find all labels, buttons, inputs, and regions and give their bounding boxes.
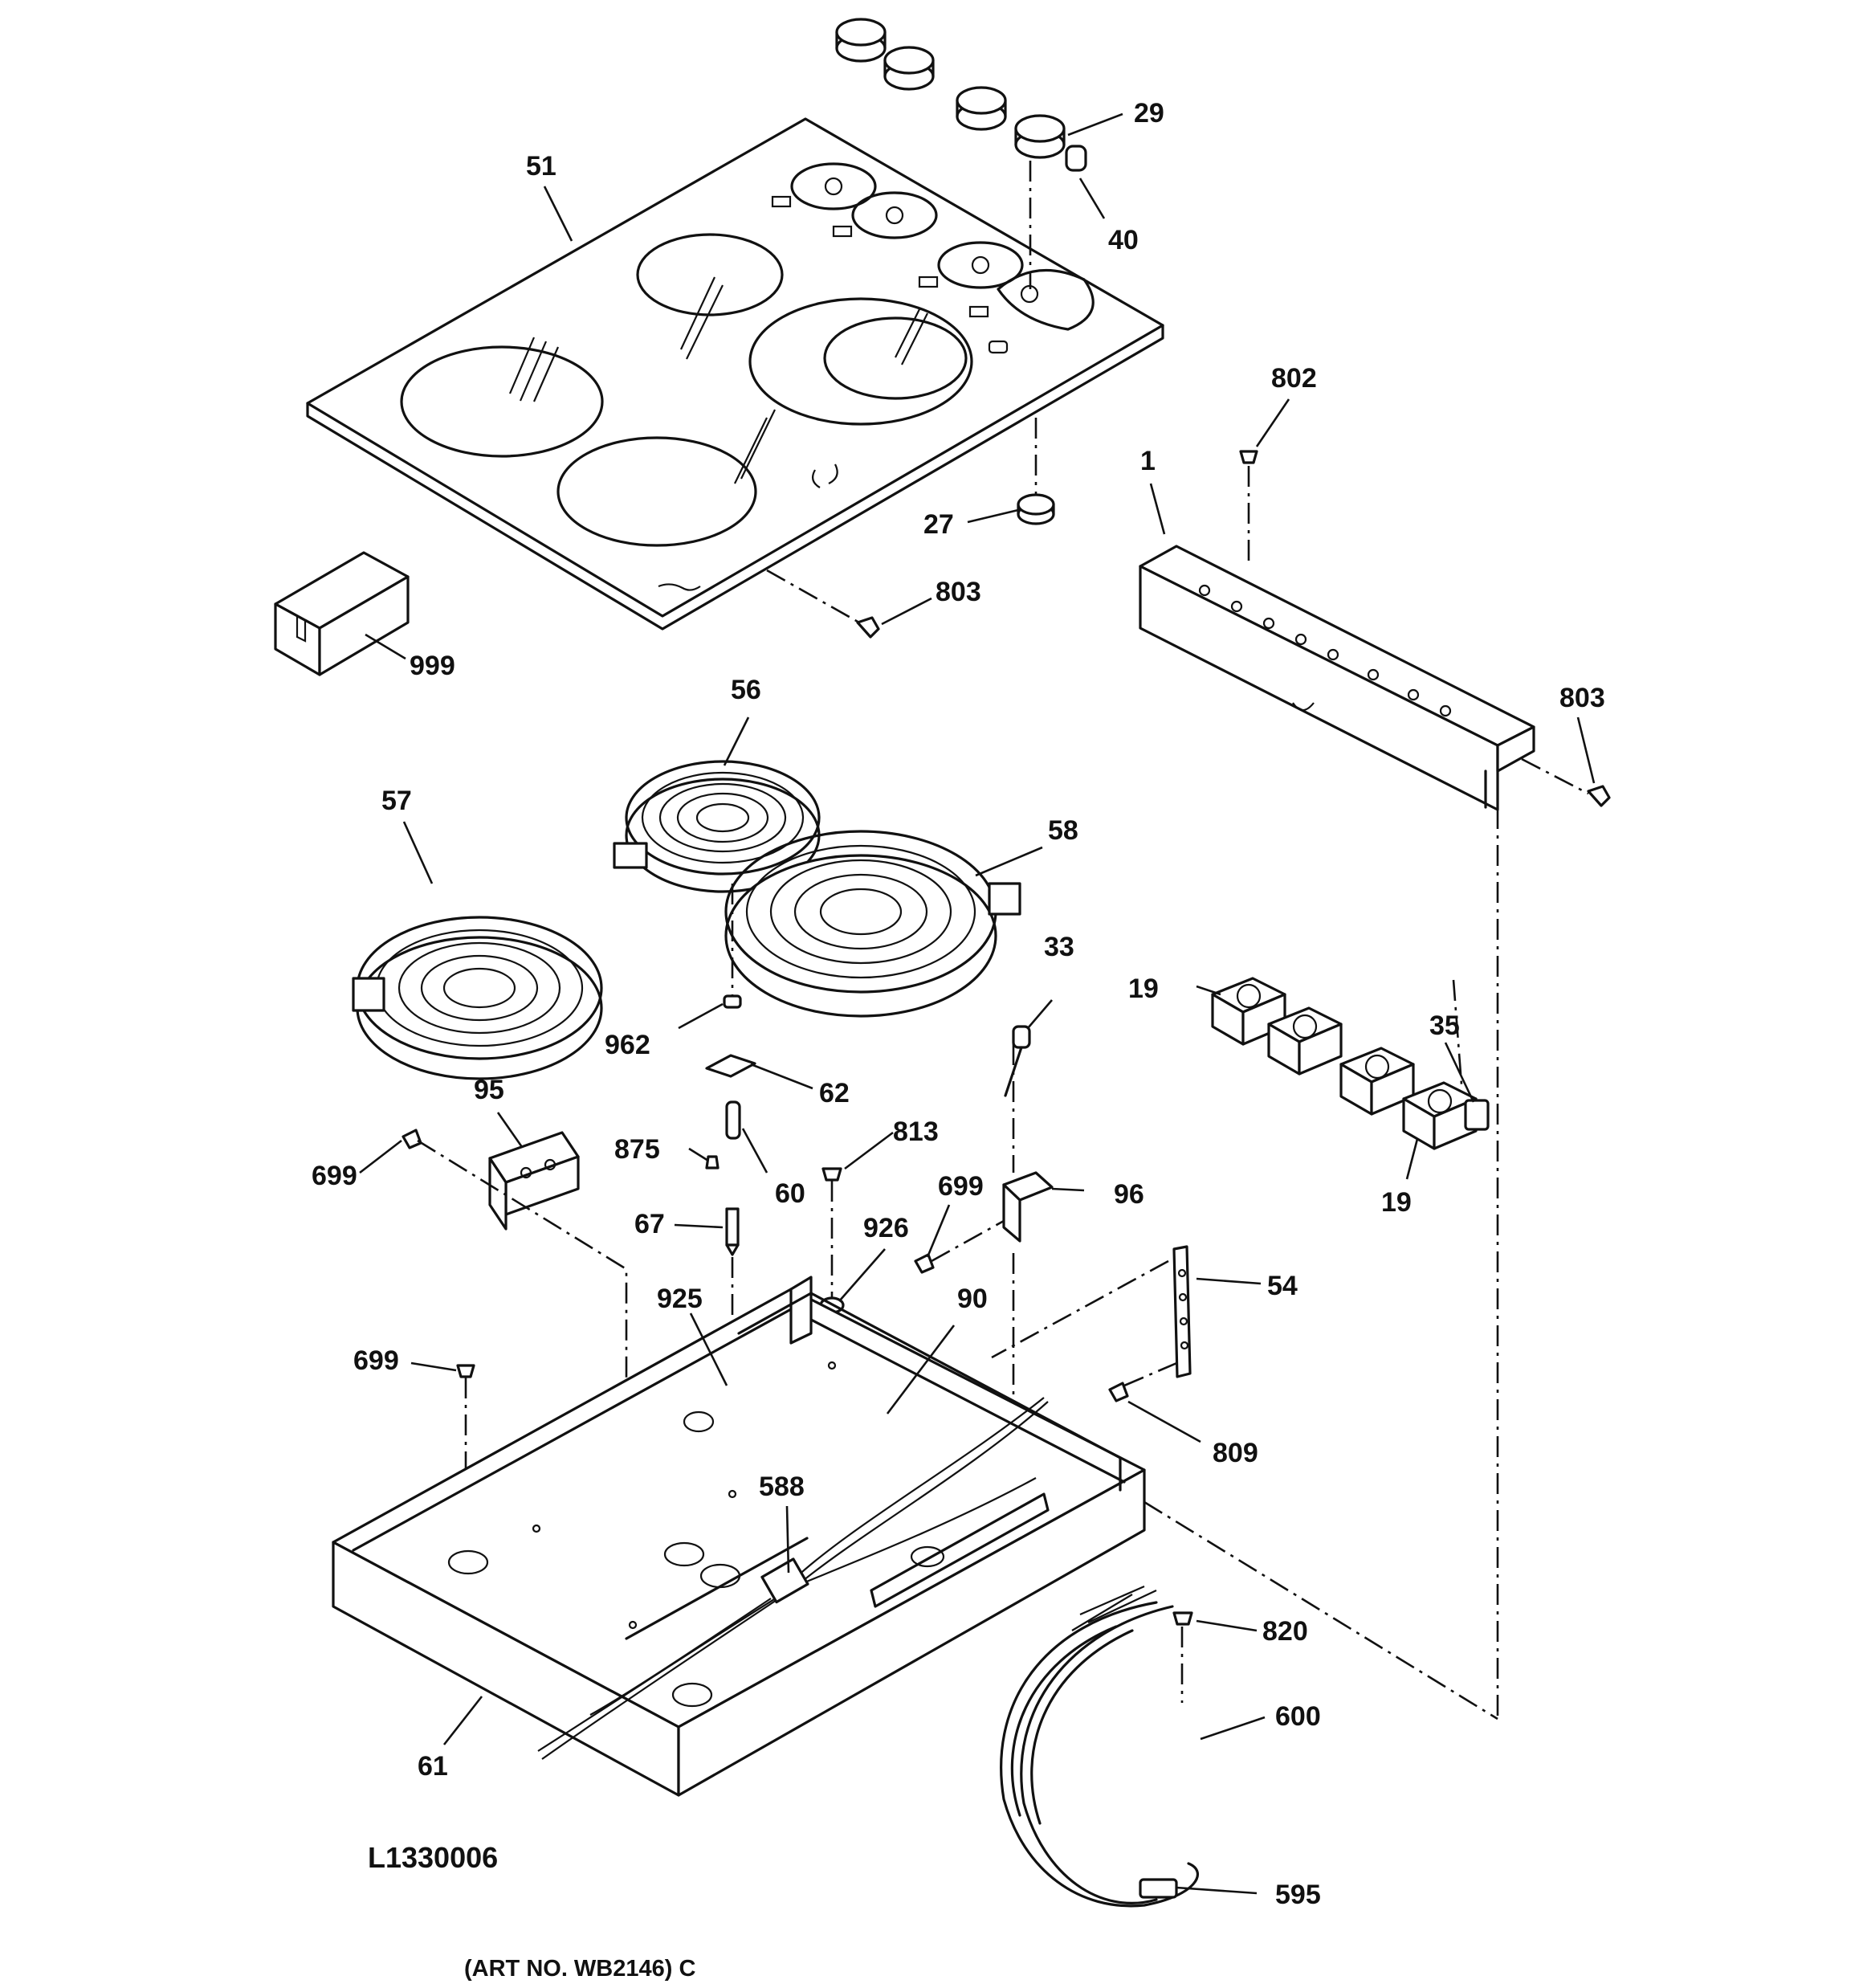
- knob-1: [835, 18, 887, 63]
- callout-813: 813: [893, 1116, 939, 1147]
- heating-element-57: [352, 916, 603, 1080]
- rubber-foot: [1017, 418, 1055, 525]
- callout-60: 60: [775, 1178, 805, 1209]
- callout-875: 875: [614, 1134, 660, 1165]
- screw-803-top: [766, 569, 880, 639]
- callout-51: 51: [526, 151, 556, 182]
- screw-802: [1239, 450, 1258, 464]
- callout-61: 61: [418, 1751, 448, 1782]
- screw-820: [1172, 1611, 1193, 1703]
- callout-27: 27: [923, 509, 954, 540]
- knob-3: [956, 86, 1007, 131]
- indicator-light-35: [1464, 1099, 1490, 1131]
- callout-labels: 29 40 51 802 1 27 803 999 803 56 57 58 3…: [312, 98, 1605, 1910]
- callout-600: 600: [1275, 1701, 1321, 1732]
- screw-809: [1108, 1360, 1181, 1402]
- heating-element-58: [724, 830, 1021, 1018]
- callout-29: 29: [1134, 98, 1164, 129]
- callout-999: 999: [410, 651, 455, 681]
- callout-803-top: 803: [936, 577, 981, 607]
- callout-35: 35: [1429, 1010, 1460, 1041]
- knob-clip: [1065, 145, 1087, 172]
- callout-802: 802: [1271, 363, 1317, 394]
- callout-588: 588: [759, 1472, 805, 1502]
- strap-bracket-54: [991, 1245, 1192, 1378]
- parts-box: [274, 551, 410, 676]
- cooktop-base-pan: [332, 1276, 1146, 1797]
- callout-90: 90: [957, 1284, 988, 1314]
- callout-19-bottom: 19: [1381, 1187, 1412, 1218]
- control-panel-bracket: [1139, 466, 1535, 811]
- callout-19-top: 19: [1128, 974, 1159, 1004]
- callout-595: 595: [1275, 1880, 1321, 1910]
- leader-lines: [359, 112, 1596, 1895]
- wiring-harness-588: [537, 1397, 1049, 1760]
- power-cord-600: [1000, 1585, 1199, 1908]
- screw-803-right: [1521, 757, 1611, 807]
- callout-33: 33: [1044, 932, 1074, 962]
- callout-925: 925: [657, 1284, 703, 1314]
- callout-54: 54: [1267, 1271, 1298, 1301]
- callout-962: 962: [605, 1030, 650, 1060]
- callout-809: 809: [1213, 1438, 1258, 1468]
- knob-2: [883, 46, 935, 91]
- bracket-96: [1002, 1044, 1054, 1430]
- callout-820: 820: [1262, 1616, 1308, 1647]
- bracket-95: [488, 1131, 580, 1231]
- callout-926: 926: [863, 1213, 909, 1243]
- callout-40: 40: [1108, 225, 1139, 255]
- callout-67: 67: [634, 1209, 665, 1239]
- infinite-switch-1: [1211, 977, 1286, 1046]
- callout-62: 62: [819, 1078, 850, 1108]
- art-number: (ART NO. WB2146) C: [464, 1956, 695, 1982]
- screw-699-mid: [914, 1219, 1005, 1274]
- callout-57: 57: [381, 786, 412, 816]
- infinite-switch-2: [1267, 1006, 1343, 1076]
- callout-95: 95: [474, 1075, 504, 1105]
- callout-96: 96: [1114, 1179, 1144, 1210]
- screw-699-bottom: [456, 1364, 475, 1550]
- callout-699-mid: 699: [938, 1171, 984, 1202]
- glass-cooktop: [306, 117, 1164, 631]
- wire-lead-33: [1004, 1025, 1031, 1097]
- drawing-code: L1330006: [368, 1841, 498, 1874]
- callout-1: 1: [1140, 446, 1156, 476]
- control-knobs: [835, 18, 1087, 289]
- callout-56: 56: [731, 675, 761, 705]
- callout-699-bottom: 699: [353, 1345, 399, 1376]
- callout-699-left: 699: [312, 1161, 357, 1191]
- callout-58: 58: [1048, 815, 1078, 846]
- limiter-assembly: [705, 884, 756, 1506]
- callout-803-right: 803: [1559, 683, 1605, 713]
- knob-4: [1014, 114, 1066, 159]
